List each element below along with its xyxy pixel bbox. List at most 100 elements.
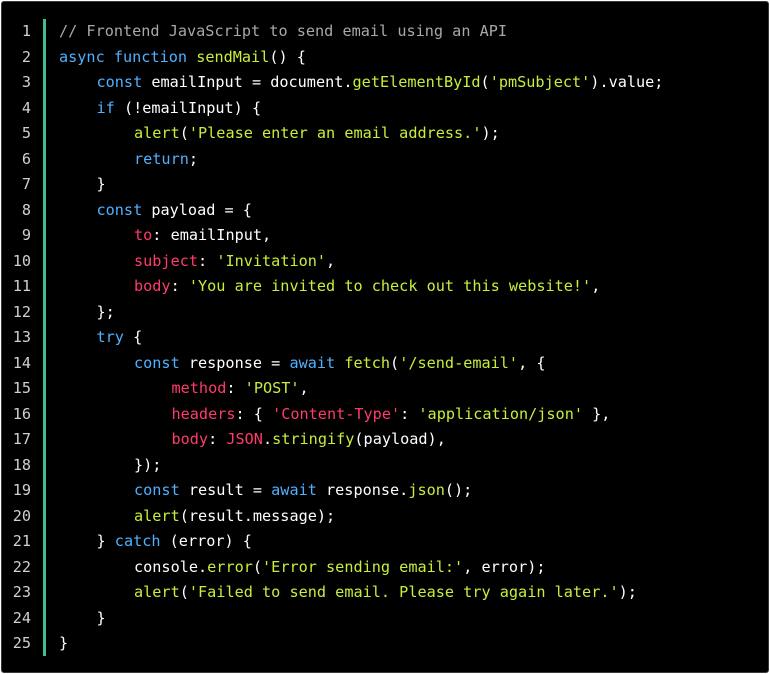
code-token-function: alert	[134, 506, 180, 525]
line-number: 14	[12, 353, 31, 372]
code-line: 25}	[2, 631, 768, 657]
code-token-plain: (	[179, 583, 189, 601]
line-number: 20	[12, 506, 31, 525]
line-number: 11	[12, 277, 31, 295]
line-number: 1	[21, 22, 31, 40]
code-token-string: 'You are invited to check out this websi…	[188, 277, 592, 295]
code-text: return;	[59, 147, 198, 173]
code-token-function: alert	[134, 583, 180, 601]
code-token-keyword: async	[59, 47, 105, 66]
code-token-plain	[335, 354, 344, 372]
code-line: 18});	[2, 453, 768, 479]
code-token-string: 'pmSubject'	[489, 73, 591, 91]
code-token-plain: (	[179, 124, 189, 142]
code-text: body: 'You are invited to check out this…	[59, 274, 600, 300]
code-token-keyword: return	[134, 149, 189, 168]
line-number: 19	[12, 481, 31, 499]
code-token-property: body	[171, 430, 209, 448]
code-token-plain: (	[390, 353, 400, 372]
line-number: 15	[12, 379, 31, 397]
code-token-plain: () {	[269, 47, 306, 66]
code-line: 20 alert(result.message);	[2, 504, 768, 530]
line-number: 13	[12, 328, 31, 346]
code-token-keyword: await	[271, 481, 317, 499]
code-token-keyword: if	[96, 98, 115, 117]
code-token-plain: }	[96, 532, 115, 550]
code-token-plain: ,	[299, 379, 309, 397]
code-token-plain: ,	[591, 277, 601, 295]
line-number: 23	[12, 583, 31, 601]
code-token-plain: (	[252, 557, 263, 576]
code-token-plain: }	[96, 608, 106, 627]
code-token-comment: // Frontend JavaScript to send email usi…	[59, 22, 508, 40]
code-token-plain: (!emailInput) {	[114, 98, 262, 117]
code-token-property: to	[134, 226, 153, 244]
code-token-plain: payload = {	[142, 200, 252, 219]
code-line: 1 // Frontend JavaScript to send email us…	[2, 19, 768, 45]
code-token-plain: (result.message);	[179, 506, 336, 525]
code-token-property: JSON	[226, 430, 263, 448]
code-token-plain: }	[96, 175, 106, 193]
code-token-string: 'Invitation'	[216, 251, 327, 270]
code-text: alert('Failed to send email. Please try …	[59, 580, 637, 606]
code-line: 23 alert('Failed to send email. Please tr…	[2, 580, 768, 606]
code-token-plain: response =	[179, 353, 290, 372]
code-text: };	[59, 300, 115, 326]
code-token-string: 'application/json'	[418, 404, 583, 423]
code-token-plain: :	[208, 430, 227, 448]
code-text: const emailInput = document.getElementBy…	[59, 70, 664, 96]
code-text: }	[59, 631, 68, 657]
code-token-plain	[105, 48, 114, 66]
code-token-plain: result =	[179, 481, 272, 499]
code-token-property: 'Content-Type'	[272, 404, 401, 423]
code-line: 7}	[2, 172, 768, 198]
code-text: headers: { 'Content-Type': 'application/…	[59, 402, 611, 428]
line-number: 2	[21, 47, 31, 66]
code-token-string: '/send-email'	[399, 353, 519, 372]
code-token-property: method	[171, 379, 227, 397]
line-number: 10	[12, 251, 31, 270]
code-token-plain: ,	[326, 251, 336, 270]
code-token-plain: (payload),	[354, 430, 446, 448]
code-token-plain: };	[96, 302, 115, 321]
code-token-keyword: await	[289, 353, 336, 372]
line-number: 8	[21, 200, 31, 219]
code-token-keyword: const	[96, 73, 143, 91]
code-token-plain: );	[481, 124, 500, 142]
code-line: 4 if (!emailInput) {	[2, 96, 768, 122]
code-line: 16 headers: { 'Content-Type': 'applicatio…	[2, 402, 768, 428]
code-line: 21} catch (error) {	[2, 529, 768, 555]
code-line: 8 const payload = {	[2, 198, 768, 224]
code-token-property: subject	[134, 251, 199, 270]
line-number: 4	[21, 98, 31, 117]
code-token-plain: :	[226, 379, 245, 397]
line-number: 16	[12, 404, 31, 423]
code-token-function: getElementById	[352, 73, 481, 91]
line-number: 25	[12, 634, 31, 652]
code-token-string: 'Failed to send email. Please try again …	[188, 583, 619, 601]
code-text: subject: 'Invitation',	[59, 249, 335, 275]
code-token-plain: console.	[134, 557, 208, 576]
code-text: const payload = {	[59, 198, 252, 224]
line-number: 9	[21, 226, 31, 244]
code-token-plain: : {	[235, 404, 273, 423]
code-token-plain: , error);	[463, 557, 546, 576]
code-token-plain	[187, 48, 196, 66]
code-token-function: error	[207, 557, 253, 576]
line-number: 18	[12, 455, 31, 474]
line-number: 17	[12, 430, 31, 448]
code-token-property: headers	[171, 404, 236, 423]
code-token-plain: ;	[188, 149, 199, 168]
code-token-plain: ).value;	[590, 73, 664, 91]
line-number: 12	[12, 302, 31, 321]
code-text: } catch (error) {	[59, 529, 252, 555]
